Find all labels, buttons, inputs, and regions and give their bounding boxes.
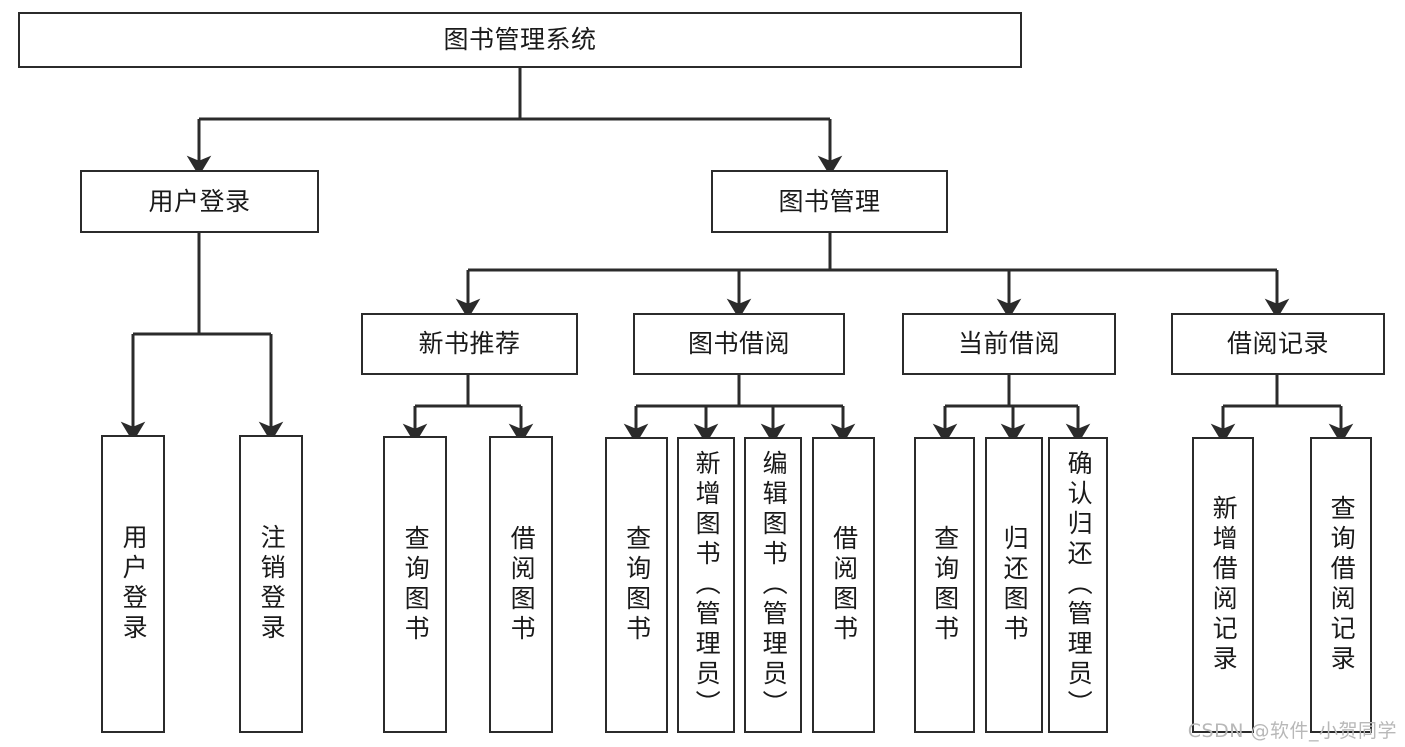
node-root-system[interactable]: 图书管理系统 xyxy=(18,12,1022,68)
leaf-new-book-query-book[interactable]: 查询图书 xyxy=(383,436,447,733)
node-label: 归还图书 xyxy=(1000,525,1030,645)
node-label: 图书管理 xyxy=(778,186,881,216)
node-label: 编辑图书（管理员） xyxy=(759,450,789,720)
leaf-borrow-add-book-admin[interactable]: 新增图书（管理员） xyxy=(677,437,735,733)
node-label: 新书推荐 xyxy=(418,329,521,359)
node-book-management[interactable]: 图书管理 xyxy=(711,170,948,233)
leaf-user-login-logout[interactable]: 注销登录 xyxy=(239,435,303,733)
node-borrow-record[interactable]: 借阅记录 xyxy=(1171,313,1385,375)
leaf-user-login-login[interactable]: 用户登录 xyxy=(101,435,165,733)
node-label: 查询图书 xyxy=(401,524,431,645)
node-label: 查询图书 xyxy=(930,525,960,645)
node-label: 用户登录 xyxy=(119,524,149,644)
node-label: 查询图书 xyxy=(622,525,652,645)
leaf-borrow-edit-book-admin[interactable]: 编辑图书（管理员） xyxy=(744,437,802,733)
node-label: 查询借阅记录 xyxy=(1327,495,1357,675)
node-label: 当前借阅 xyxy=(957,329,1060,359)
csdn-watermark: CSDN @软件_小贺同学 xyxy=(1187,720,1397,742)
leaf-borrow-borrow-book[interactable]: 借阅图书 xyxy=(812,437,875,733)
node-label: 新增借阅记录 xyxy=(1209,495,1239,675)
leaf-current-return-book[interactable]: 归还图书 xyxy=(985,437,1043,733)
leaf-record-add-record[interactable]: 新增借阅记录 xyxy=(1192,437,1254,733)
leaf-record-query-record[interactable]: 查询借阅记录 xyxy=(1310,437,1372,733)
node-book-borrow[interactable]: 图书借阅 xyxy=(633,313,845,375)
node-label: 借阅图书 xyxy=(829,525,859,645)
node-label: 确认归还（管理员） xyxy=(1064,450,1094,720)
leaf-current-query-book[interactable]: 查询图书 xyxy=(914,437,975,733)
leaf-new-book-borrow-book[interactable]: 借阅图书 xyxy=(489,436,553,733)
node-label: 借阅图书 xyxy=(507,524,537,645)
node-label: 图书借阅 xyxy=(687,329,790,359)
node-user-login[interactable]: 用户登录 xyxy=(80,170,319,233)
leaf-borrow-query-book[interactable]: 查询图书 xyxy=(605,437,668,733)
node-new-book-recommend[interactable]: 新书推荐 xyxy=(361,313,578,375)
node-label: 新增图书（管理员） xyxy=(692,450,722,720)
node-label: 图书管理系统 xyxy=(443,25,597,55)
node-label: 用户登录 xyxy=(148,186,251,216)
node-label: 注销登录 xyxy=(257,524,287,644)
node-current-borrow[interactable]: 当前借阅 xyxy=(902,313,1116,375)
leaf-current-confirm-return-admin[interactable]: 确认归还（管理员） xyxy=(1048,437,1108,733)
node-label: 借阅记录 xyxy=(1226,329,1329,359)
